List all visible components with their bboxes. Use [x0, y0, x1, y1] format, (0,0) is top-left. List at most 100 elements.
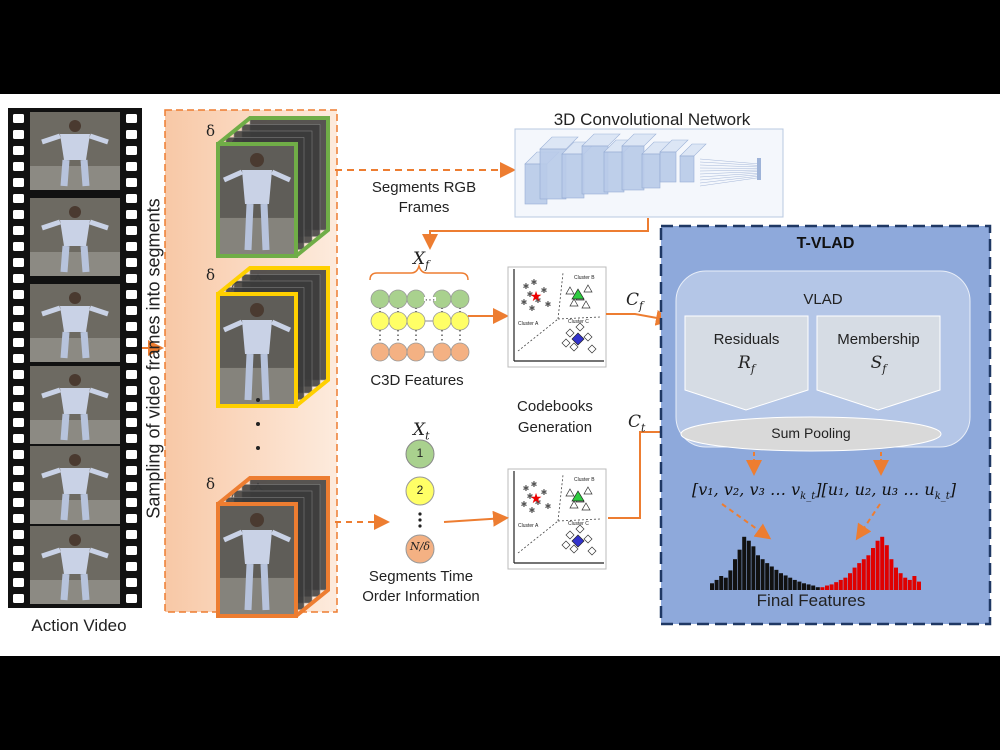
- cluster-boundary: [517, 520, 559, 554]
- cluster-c-point: [569, 342, 579, 352]
- frame-floor: [30, 252, 120, 276]
- c3d-node: [406, 311, 426, 331]
- person-head: [69, 120, 81, 132]
- cluster-c-point: [569, 544, 579, 554]
- c3d-node: [432, 342, 452, 362]
- person-head: [69, 206, 81, 218]
- sprocket-hole: [126, 498, 137, 507]
- cube-front-floor: [218, 217, 296, 256]
- cluster-c-point: [587, 546, 597, 556]
- cluster-c-point: [565, 328, 575, 338]
- sprocket-hole: [126, 226, 137, 235]
- frame-floor: [30, 580, 120, 604]
- c3d-node: [370, 342, 390, 362]
- hist-bar-black: [806, 584, 811, 590]
- cluster-c-point: [587, 344, 597, 354]
- arrow-ct: [608, 424, 680, 519]
- sprocket-hole: [13, 274, 24, 283]
- person-torso: [60, 134, 90, 160]
- label-codebooks: Codebooks Generation: [517, 398, 593, 436]
- hist-bar-red: [820, 587, 825, 590]
- person-torso: [60, 306, 90, 332]
- sprocket-hole: [13, 482, 24, 491]
- label-final-features: Final Features: [756, 591, 866, 610]
- sprocket-hole: [126, 434, 137, 443]
- sprocket-hole: [126, 210, 137, 219]
- cluster-c-center: [571, 332, 585, 346]
- sprocket-hole: [126, 306, 137, 315]
- c3d-node: [450, 311, 470, 331]
- sprocket-hole: [13, 386, 24, 395]
- hist-bar-black: [723, 577, 728, 590]
- hist-bar-red: [838, 579, 843, 590]
- cube-front-border: [216, 292, 298, 408]
- hist-bar-red: [866, 555, 871, 590]
- cluster-a-point: ✱: [521, 500, 528, 509]
- segment-cube: [216, 266, 330, 408]
- sprocket-hole: [13, 370, 24, 379]
- sprocket-hole: [13, 338, 24, 347]
- sprocket-hole: [126, 562, 137, 571]
- film-strip: [8, 108, 142, 608]
- cluster-c-label: Cluster C: [568, 319, 589, 325]
- delta-3: δ: [206, 475, 216, 493]
- film-sprockets: [13, 114, 137, 603]
- cluster-a-label: Cluster A: [518, 523, 539, 529]
- c3d-node: [388, 342, 408, 362]
- xf-brace: [369, 263, 469, 281]
- cluster-a-point: ✱: [529, 506, 536, 515]
- cluster-a-center: ★: [530, 490, 543, 506]
- cube-front-border: [216, 142, 298, 258]
- cube-person-legs: [244, 353, 270, 401]
- film-frames: [30, 112, 120, 604]
- sprocket-hole: [126, 482, 137, 491]
- sprocket-hole: [13, 546, 24, 555]
- cnn-fc-line: [699, 164, 761, 168]
- person-arms: [41, 133, 109, 145]
- hist-bar-black: [751, 546, 756, 590]
- c3d-node: [432, 311, 452, 331]
- sprocket-hole: [126, 130, 137, 139]
- time-node-n: [405, 534, 435, 564]
- hist-bar-black: [710, 583, 714, 590]
- person-arms: [41, 219, 109, 231]
- sprocket-hole: [13, 322, 24, 331]
- sprocket-hole: [126, 530, 137, 539]
- sprocket-hole: [126, 546, 137, 555]
- hist-bar-black: [733, 559, 737, 590]
- cluster-a-point: ✱: [527, 492, 534, 501]
- sprocket-hole: [13, 258, 24, 267]
- sprocket-hole: [13, 290, 24, 299]
- sprocket-hole: [13, 146, 24, 155]
- label-cnn-title: 3D Convolutional Network: [553, 110, 751, 129]
- hist-bar-red: [903, 577, 908, 590]
- hist-bar-red: [825, 585, 829, 590]
- cluster-b-label: Cluster B: [574, 477, 595, 483]
- c3d-node: [450, 342, 470, 362]
- segment-cubes: [216, 116, 330, 618]
- c3d-node: [388, 289, 408, 309]
- sprocket-hole: [13, 418, 24, 427]
- cube-person-arms: [222, 169, 292, 183]
- cnn-fc-line: [699, 167, 761, 169]
- label-c3d-features: C3D Features: [370, 372, 464, 389]
- label-membership: Membership: [837, 331, 920, 348]
- cluster-c-point: [561, 338, 571, 348]
- sprocket-hole: [126, 242, 137, 251]
- cluster-a-point: ✱: [527, 290, 534, 299]
- label-sf: Sf: [870, 353, 887, 376]
- hist-bar-black: [792, 579, 797, 590]
- hist-bar-red: [843, 577, 848, 590]
- cluster-b-center: [571, 288, 585, 300]
- person-legs: [60, 245, 90, 273]
- sprocket-hole: [13, 226, 24, 235]
- cluster-a-point: ✱: [531, 480, 538, 489]
- cnn-fc-line: [699, 177, 761, 187]
- vdot: [256, 398, 260, 402]
- final-features-histogram: [710, 536, 921, 590]
- hist-bar-red: [834, 582, 839, 590]
- c3d-node: [450, 289, 470, 309]
- hist-bar-red: [884, 545, 889, 590]
- person-torso: [60, 548, 90, 574]
- cube-person-head: [250, 513, 264, 527]
